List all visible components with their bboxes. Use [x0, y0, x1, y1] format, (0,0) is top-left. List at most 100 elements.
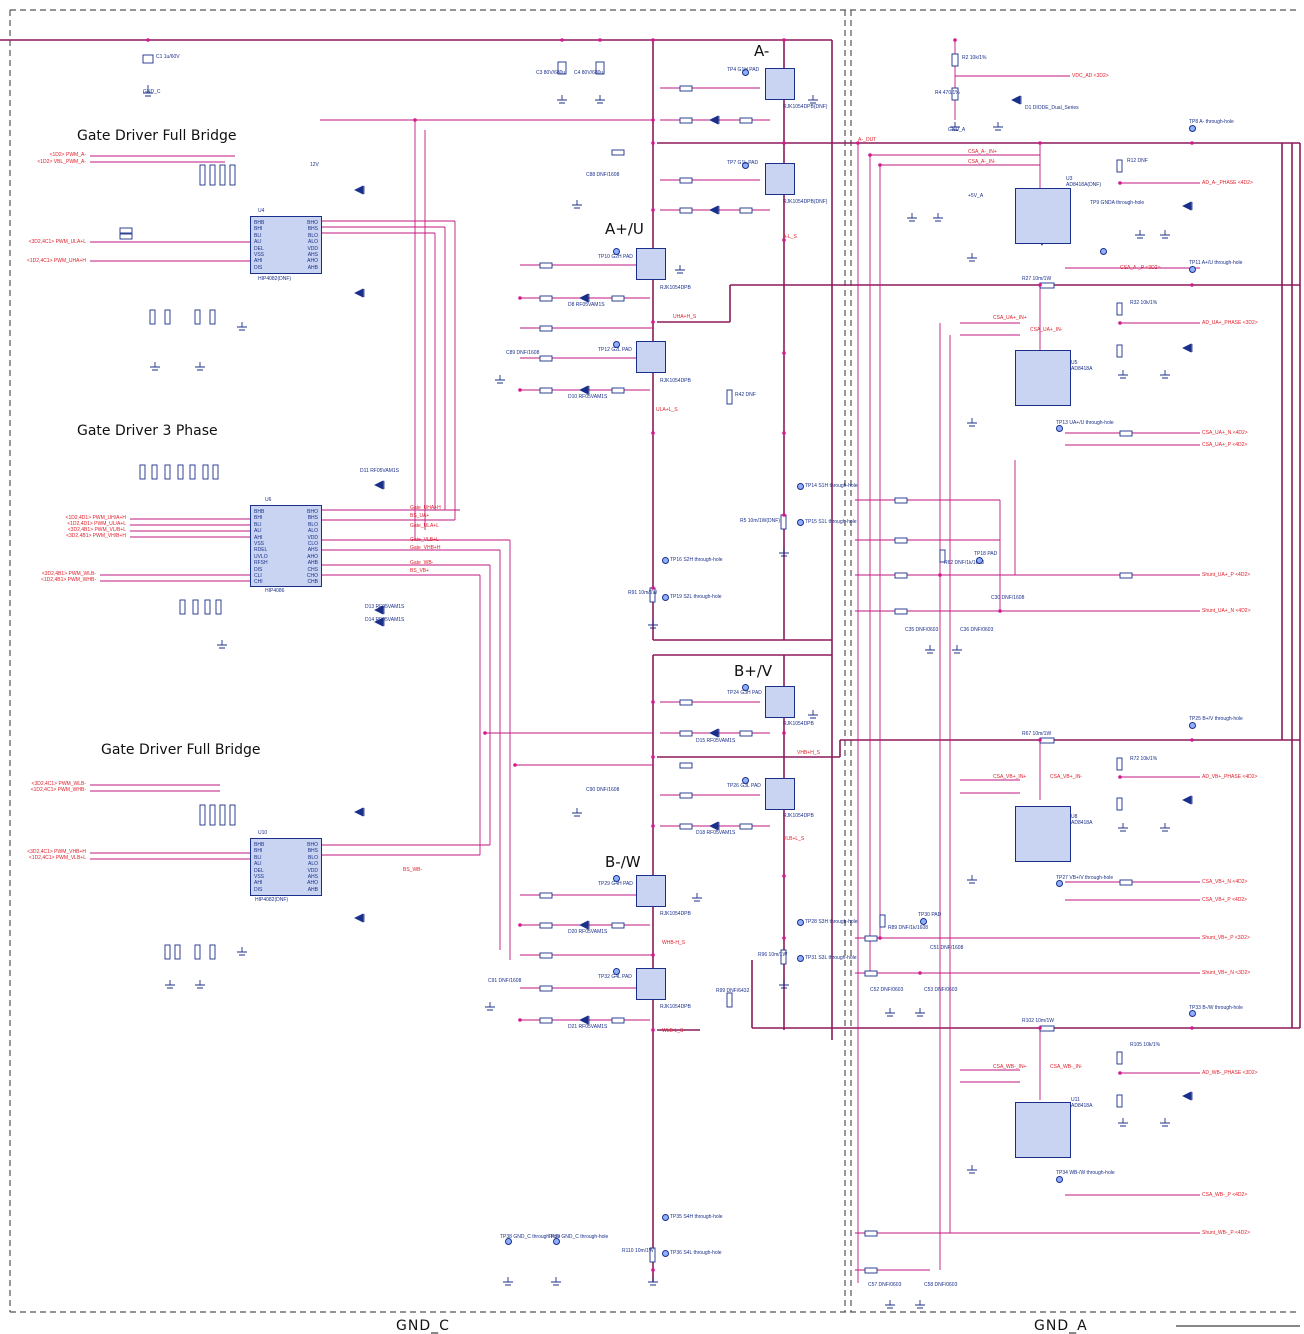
ic-right-pins: BHO BHS BLO ALO VDD CLO AHS AHO AHB CHS …: [306, 509, 318, 586]
test-point-tp36[interactable]: [662, 1250, 669, 1257]
ic-value-u5: AD8418A: [1071, 366, 1093, 372]
test-point-label: TP18 PAD: [974, 551, 998, 557]
part-label: C51 DNF/1608: [930, 945, 964, 951]
test-point-tp4[interactable]: [742, 69, 749, 76]
net-label: WHB-H_S: [662, 940, 686, 946]
test-point-tp29[interactable]: [613, 875, 620, 882]
test-point-tp30[interactable]: [920, 918, 927, 925]
test-point-label: TP29 G4H PAD: [598, 881, 633, 887]
test-point-tp24[interactable]: [742, 684, 749, 691]
test-point-label: TP24 G3H PAD: [727, 690, 762, 696]
ic-ref-u6: U6: [265, 497, 272, 503]
mosfet-label: RJK1054DPB: [660, 285, 691, 291]
test-point-label: TP4 G1H PAD: [727, 67, 760, 73]
output-net-label: AD_UA+_PHASE <3D2>: [1202, 320, 1258, 326]
test-point-tp31[interactable]: [797, 955, 804, 962]
test-point-tp34[interactable]: [1056, 1176, 1063, 1183]
output-net-label: Shunt_UA+_P <4D2>: [1202, 572, 1251, 578]
gate-driver-ic-u10: BHB BHI BLI ALI DEL VSS AHI DIS BHO BHS …: [250, 838, 322, 896]
output-net-label: AD_A-_PHASE <4D2>: [1202, 180, 1253, 186]
ground-symbols: [143, 85, 1170, 1309]
input-net-label: <3D2,4B1> PWM_WLB-: [41, 571, 96, 577]
mosfet-label: RJK1054DPB: [783, 721, 814, 727]
current-sense-amp-u3: [1015, 188, 1071, 244]
net-label: BS_UA+: [410, 513, 430, 519]
power-bus-wires: [0, 39, 1301, 1282]
part-label: R62 DNF/1k/1608: [944, 560, 985, 566]
input-net-label: <1D2,4B1> PWM_WHB-: [40, 577, 96, 583]
test-point-label: TP12 G2L PAD: [598, 347, 632, 353]
test-point-tp9[interactable]: [1100, 248, 1107, 255]
test-point-tp12[interactable]: [613, 341, 620, 348]
part-label: R2 10k/1%: [962, 55, 987, 61]
test-point-tp28[interactable]: [797, 919, 804, 926]
input-net-label: <1D2,4C1> PWM_UHA+H: [26, 258, 86, 264]
test-point-tp7[interactable]: [742, 162, 749, 169]
part-label: R27 10m/1W: [1022, 276, 1052, 282]
part-label: R5 10m/1W(DNF): [740, 518, 781, 524]
ic-ref-u10: U10: [258, 830, 268, 836]
ic-ref-u5: U5: [1071, 360, 1078, 366]
net-label: CSA_A-_IN+: [968, 149, 997, 155]
part-label: D14 RF05VAM1S: [365, 617, 405, 623]
part-label: R105 10k/1%: [1130, 1042, 1161, 1048]
ic-ref-u3: U3: [1066, 176, 1073, 182]
input-net-label: <3D2,4C1> PWM_WLB-: [31, 781, 86, 787]
part-label: D20 RF05VAM1S: [568, 929, 608, 935]
test-point-tp26[interactable]: [742, 777, 749, 784]
test-point-tp10[interactable]: [613, 248, 620, 255]
test-point-tp8[interactable]: [1189, 125, 1196, 132]
part-label: D13 RF05VAM1S: [365, 604, 405, 610]
section-title-gate-driver-full-bridge-top: Gate Driver Full Bridge: [77, 128, 237, 144]
input-net-label: <3D2,4C1> PWM_VHB+H: [27, 849, 86, 855]
part-label: D15 RF05VAM1S: [696, 738, 736, 744]
net-label: CSA_VB+_IN+: [993, 774, 1027, 780]
gnd-c-region-label: GND_C: [396, 1318, 450, 1334]
mosfet-q4: [636, 341, 666, 373]
net-label: WLB-L_S: [662, 1028, 684, 1034]
gate-driver-ic-u6: BHB BHI BLI ALI AHI VSS RDEL UVLO RFSH D…: [250, 505, 322, 587]
part-label: C4 80V/680u: [574, 70, 604, 76]
test-point-tp27[interactable]: [1056, 880, 1063, 887]
part-label: C58 DNF/0603: [924, 1282, 958, 1288]
ic-ref-u8: U8: [1071, 814, 1078, 820]
section-title-gate-driver-3-phase: Gate Driver 3 Phase: [77, 423, 218, 439]
input-net-label: <3D2,4B1> PWM_VH/B+H: [66, 533, 126, 539]
test-point-label: TP38 GND_C through-hole: [500, 1234, 561, 1240]
test-point-tp15[interactable]: [797, 519, 804, 526]
output-net-label: CSA_VB+_N <4D2>: [1202, 879, 1248, 885]
test-point-label: TP14 S1H through-hole: [805, 483, 858, 489]
mosfet-q1: [765, 68, 795, 100]
test-point-tp11[interactable]: [1189, 266, 1196, 273]
fet-label-b-minus-w: B-/W: [605, 853, 641, 871]
net-label: Gate_ULA+L: [410, 523, 440, 529]
current-sense-amp-u8: [1015, 806, 1071, 862]
test-point-tp39[interactable]: [553, 1238, 560, 1245]
test-point-tp32[interactable]: [613, 968, 620, 975]
mosfet-q2: [765, 163, 795, 195]
part-label: R102 10m/1W: [1022, 1018, 1054, 1024]
test-point-tp13[interactable]: [1056, 425, 1063, 432]
net-label: A-L_S: [783, 234, 797, 240]
test-point-label: TP26 G3L PAD: [727, 783, 761, 789]
test-point-tp38[interactable]: [505, 1238, 512, 1245]
output-net-label: CSA_UA+_N <4D2>: [1202, 430, 1248, 436]
mosfet-label: RJK1054DPB(DNF): [783, 104, 828, 110]
test-point-label: TP11 A+/U through-hole: [1189, 260, 1243, 266]
ic-right-pins: BHO BHS BLO ALO VDD AHS AHO AHB: [307, 842, 318, 893]
ground-label: GND_C: [143, 89, 161, 95]
passive-components: [119, 53, 1133, 1274]
part-label: C90 DNF/1608: [586, 787, 620, 793]
test-point-tp35[interactable]: [662, 1214, 669, 1221]
mosfet-q3: [636, 248, 666, 280]
section-title-gate-driver-full-bridge-bottom: Gate Driver Full Bridge: [101, 742, 261, 758]
test-point-tp19[interactable]: [662, 594, 669, 601]
test-point-tp18[interactable]: [976, 557, 983, 564]
part-label: D8 RF05VAM1S: [568, 302, 605, 308]
test-point-tp14[interactable]: [797, 483, 804, 490]
part-label: D21 RF05VAM1S: [568, 1024, 608, 1030]
test-point-tp16[interactable]: [662, 557, 669, 564]
test-point-tp25[interactable]: [1189, 722, 1196, 729]
junction-dots: [146, 38, 1194, 1272]
test-point-tp33[interactable]: [1189, 1010, 1196, 1017]
